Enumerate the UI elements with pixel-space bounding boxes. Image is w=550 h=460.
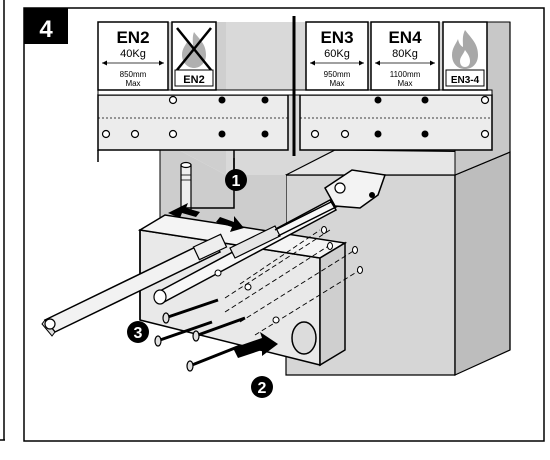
screw-icon xyxy=(154,320,213,347)
alignment-lines xyxy=(224,229,361,336)
fire-badge-en3-4: EN3-4 xyxy=(442,21,488,91)
template-holes xyxy=(101,95,490,139)
class-weight: 40Kg xyxy=(120,48,146,60)
callout-2: 2 xyxy=(251,376,273,398)
class-max: Max xyxy=(397,79,412,88)
class-box-en4: EN4 80Kg 1100mm Max xyxy=(370,21,440,91)
rotate-arrow-icon xyxy=(168,203,244,232)
class-max: Max xyxy=(329,79,344,88)
screw-icon xyxy=(186,344,241,372)
class-weight: 60Kg xyxy=(324,48,350,60)
screw-icon xyxy=(162,298,219,324)
class-max: Max xyxy=(125,79,140,88)
class-width: 950mm xyxy=(324,70,351,79)
fire-badge-label: EN2 xyxy=(183,74,204,86)
step-number: 4 xyxy=(39,16,53,43)
screws xyxy=(154,298,246,372)
class-width: 1100mm xyxy=(390,70,421,79)
callout-3: 3 xyxy=(127,321,149,343)
push-arrow-icon xyxy=(233,332,278,358)
flame-icon xyxy=(452,30,478,69)
screw-icon xyxy=(192,316,246,342)
class-weight: 80Kg xyxy=(392,48,418,60)
step-badge xyxy=(24,8,68,44)
arm-shoe-bracket xyxy=(324,169,387,209)
class-label: EN4 xyxy=(388,28,422,47)
class-label: EN3 xyxy=(320,28,353,47)
svg-text:1: 1 xyxy=(232,173,241,190)
svg-text:3: 3 xyxy=(134,325,143,342)
fire-badge-en2: EN2 xyxy=(171,21,217,91)
class-width: 850mm xyxy=(120,70,147,79)
main-arm xyxy=(41,233,228,337)
pinion-shaft xyxy=(180,161,192,211)
connecting-arm xyxy=(153,199,339,305)
svg-text:2: 2 xyxy=(258,380,267,397)
class-box-en2: EN2 40Kg 850mm Max xyxy=(97,21,169,91)
wall-screw-holes xyxy=(321,226,363,274)
fire-badge-label: EN3-4 xyxy=(451,75,480,86)
class-label: EN2 xyxy=(116,28,149,47)
callout-1: 1 xyxy=(225,169,247,191)
body-holes xyxy=(214,269,280,324)
class-box-en3: EN3 60Kg 950mm Max xyxy=(305,21,369,91)
end-cap xyxy=(291,321,317,355)
